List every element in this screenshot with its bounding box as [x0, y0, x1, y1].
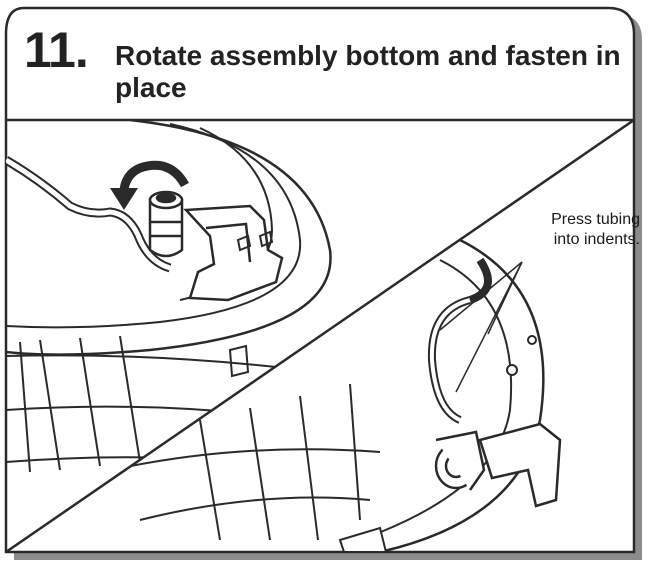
right-view [69, 238, 562, 552]
mount-bracket [183, 204, 284, 302]
step-number: 11. [24, 22, 89, 78]
rotate-arrowhead [110, 188, 138, 210]
mount-bracket-lower [434, 422, 562, 508]
step-header: 11. Rotate assembly bottom and fasten in… [14, 22, 634, 112]
callout-leaders [439, 261, 523, 393]
screw [506, 364, 518, 376]
rim-inner [6, 123, 302, 329]
rotate-arrow [119, 160, 189, 191]
rim-lower-outer [379, 238, 545, 552]
panel-divider [6, 120, 634, 552]
callout-label: Press tubing into indents. [551, 211, 640, 248]
step-title: Rotate assembly bottom and fasten in pla… [115, 40, 621, 103]
screw [527, 335, 537, 345]
card-frame [4, 6, 636, 554]
cylinder-fitting [148, 190, 184, 258]
